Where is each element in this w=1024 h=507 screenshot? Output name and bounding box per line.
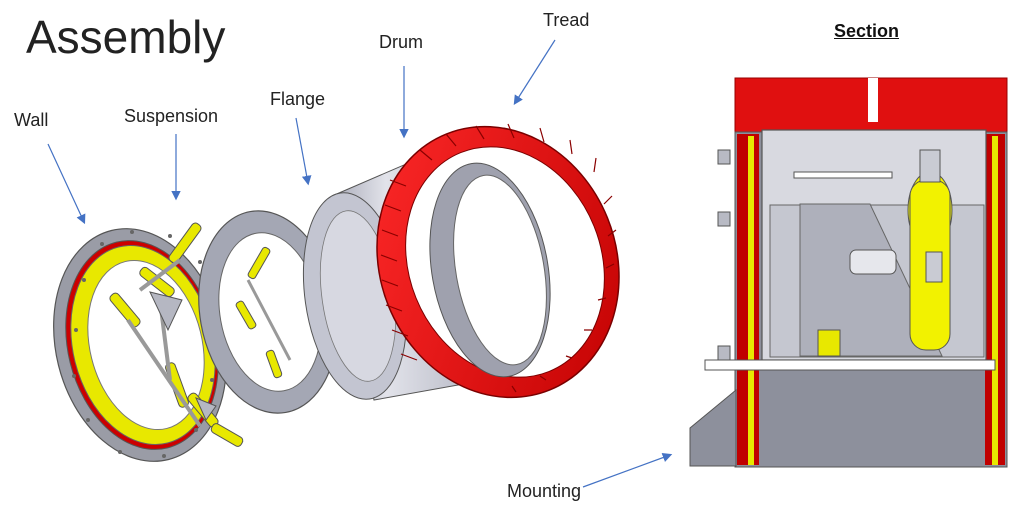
- label-flange: Flange: [270, 89, 326, 109]
- flange: [198, 210, 338, 414]
- label-mounting: Mounting: [507, 481, 582, 501]
- label-drum: Drum: [379, 32, 423, 52]
- arrow-flange: [295, 117, 312, 186]
- label-wall: Wall: [14, 110, 49, 130]
- suspension-arms: [109, 222, 244, 447]
- section-view: [689, 77, 1008, 468]
- arrow-mounting: [582, 452, 673, 488]
- tread: [376, 123, 620, 399]
- label-tread: Tread: [543, 10, 590, 30]
- arrow-wall: [47, 143, 86, 225]
- section-title: Section: [834, 21, 900, 41]
- label-suspension: Suspension: [124, 106, 219, 126]
- arrow-tread: [513, 39, 556, 106]
- annotation-arrows: [47, 39, 673, 488]
- page-title: Assembly: [26, 11, 226, 63]
